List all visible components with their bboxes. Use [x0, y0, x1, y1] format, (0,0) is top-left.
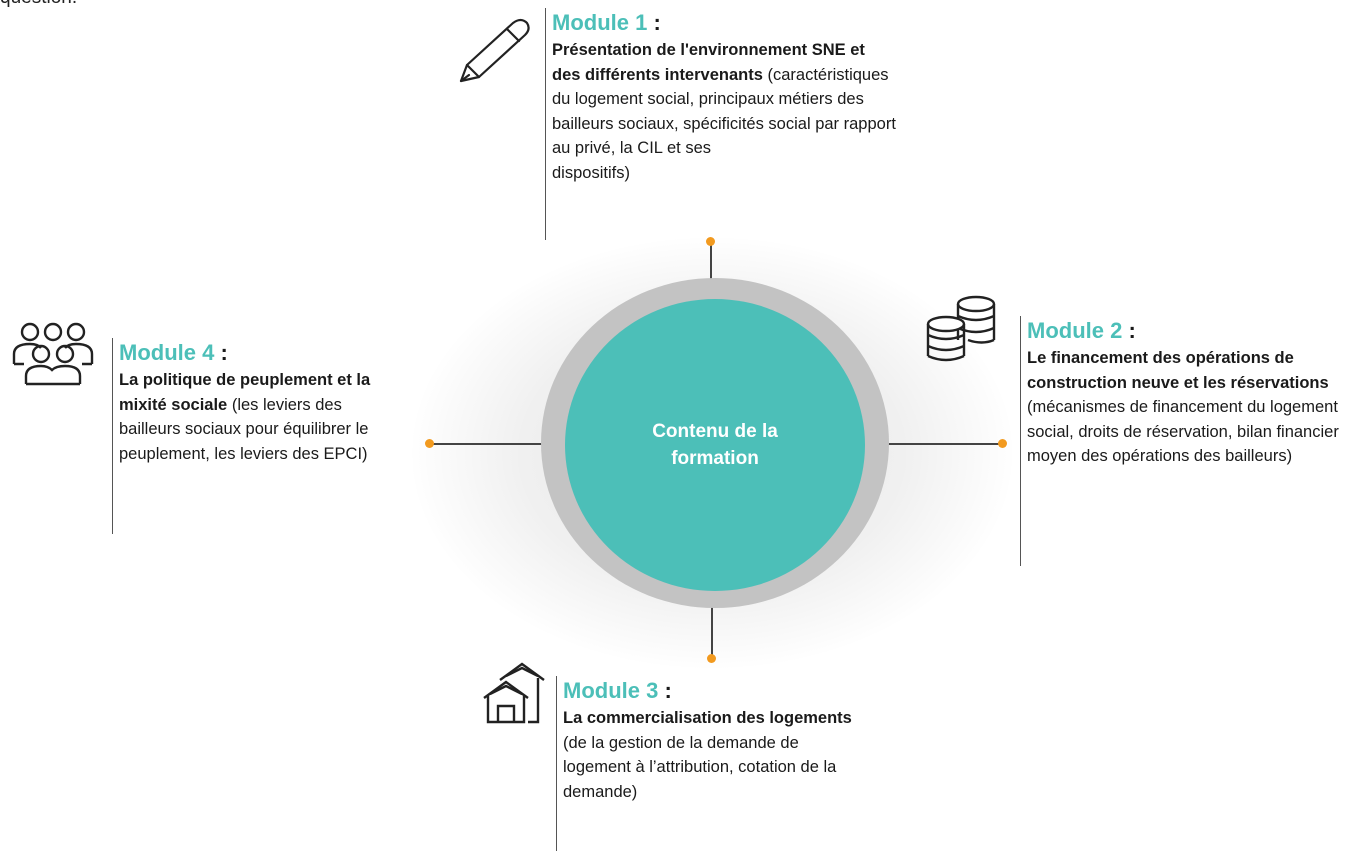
connector-dot-top	[706, 237, 715, 246]
module-3: Module 3 : La commercialisation des loge…	[556, 676, 873, 851]
connector-dot-right	[998, 439, 1007, 448]
module-3-detail-text: (de la gestion de la demande de logement…	[563, 733, 837, 801]
connector-right	[870, 443, 1003, 445]
connector-top	[710, 242, 712, 294]
houses-icon	[483, 662, 545, 724]
module-1-bold-text: Présentation de l'environnement SNE et d…	[552, 41, 865, 84]
center-label: Contenu de la formation	[652, 421, 778, 469]
module-4-bold-text: La politique de peuplement et la mixité …	[119, 371, 371, 414]
module-2: Module 2 : Le financement des opérations…	[1020, 316, 1362, 566]
module-1: Module 1 : Présentation de l'environneme…	[545, 8, 907, 240]
module-2-bold-text: Le financement des opérations de constru…	[1027, 349, 1329, 392]
module-1-detail-word-ses: ses	[685, 139, 711, 157]
coins-stack-icon	[926, 295, 996, 362]
module-3-title: Module 3 :	[563, 678, 672, 703]
module-2-detail-text: (mécanismes de financement du logement s…	[1027, 398, 1339, 465]
module-1-description: Présentation de l'environnement SNE et d…	[552, 38, 897, 185]
module-1-detail-text: (caractéristiques du logement social, pr…	[552, 65, 896, 158]
module-2-description: Le financement des opérations de constru…	[1027, 346, 1362, 469]
connector-bottom	[711, 598, 713, 658]
intro-text: question.	[0, 0, 77, 10]
connector-dot-bottom	[707, 654, 716, 663]
module-4-detail-text: (les leviers des bailleurs sociaux pour …	[119, 395, 369, 463]
people-group-icon	[12, 322, 94, 386]
connector-dot-left	[425, 439, 434, 448]
pen-icon	[459, 18, 530, 83]
module-2-title: Module 2 :	[1027, 318, 1136, 343]
module-3-bold-text: La commercialisation des logements	[563, 709, 852, 727]
center-circle: Contenu de la formation	[565, 299, 865, 591]
module-4-description: La politique de peuplement et la mixité …	[119, 368, 404, 466]
module-1-detail-word-dispositifs: dispositifs)	[552, 163, 630, 182]
module-4-title: Module 4 :	[119, 340, 228, 365]
module-4: Module 4 : La politique de peuplement et…	[112, 338, 404, 534]
module-3-description: La commercialisation des logements (de l…	[563, 706, 853, 804]
connector-left	[430, 443, 565, 445]
module-1-title: Module 1 :	[552, 10, 661, 35]
